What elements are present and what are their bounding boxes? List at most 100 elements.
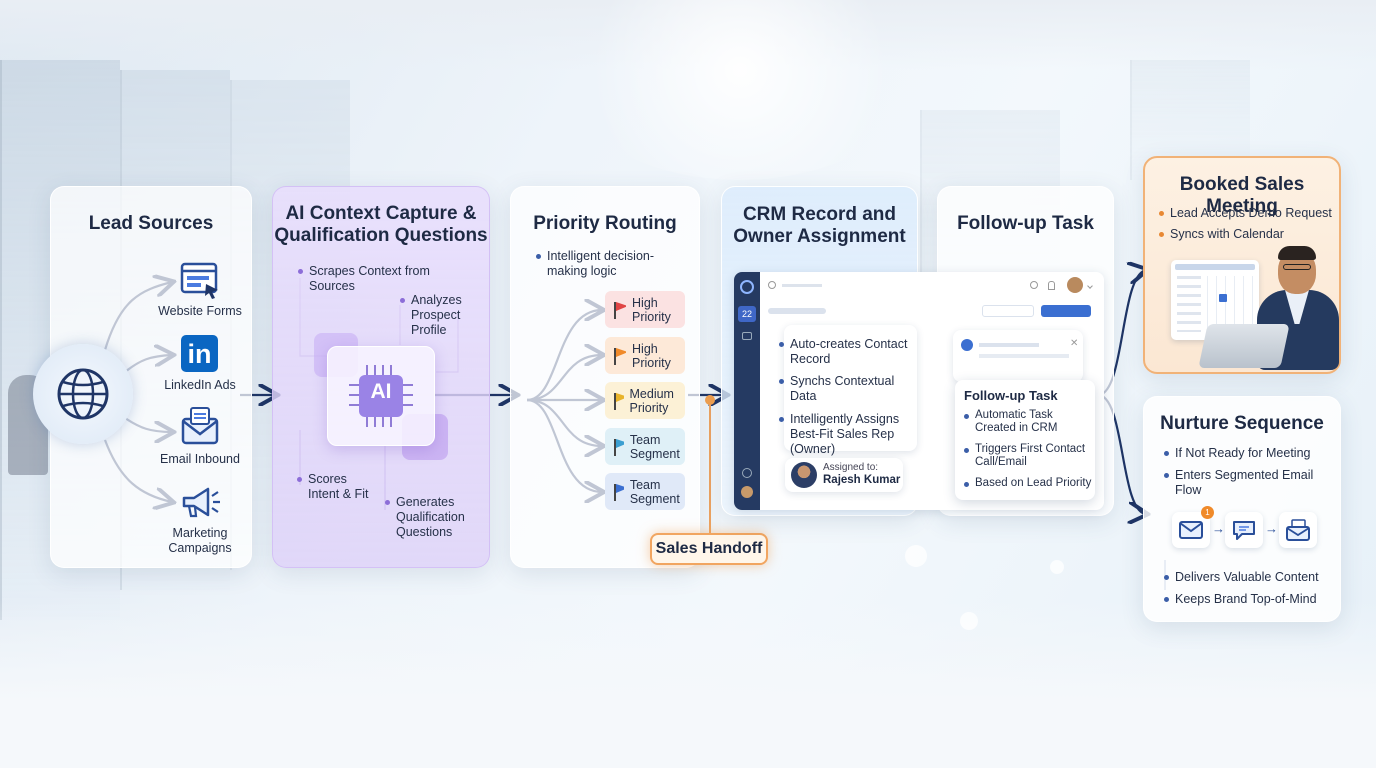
crm-header-avatar[interactable] bbox=[1067, 277, 1083, 293]
assigned-name: Rajesh Kumar bbox=[823, 474, 901, 486]
route-label: High Priority bbox=[632, 341, 671, 370]
nurture-not-ready: If Not Ready for Meeting bbox=[1164, 446, 1340, 461]
laptop-icon bbox=[1198, 324, 1290, 368]
route-label: Team Segment bbox=[629, 477, 680, 506]
crm-assigns-rep: Intelligently Assigns Best-Fit Sales Rep… bbox=[779, 412, 915, 457]
crm-help-icon[interactable] bbox=[1030, 281, 1038, 289]
ai-chip-panel bbox=[327, 346, 435, 446]
calendar-header bbox=[1175, 264, 1255, 270]
task-triggers-contact: Triggers First Contact Call/Email bbox=[964, 443, 1090, 469]
task-auto-created: Automatic Task Created in CRM bbox=[964, 409, 1085, 435]
contact-record-card bbox=[784, 325, 917, 451]
blue-flag-icon bbox=[614, 483, 624, 501]
calendar-event bbox=[1219, 294, 1227, 302]
priority-routing-title: Priority Routing bbox=[533, 213, 677, 234]
crm-user-avatar[interactable] bbox=[741, 486, 753, 498]
follow-up-task-card: Follow-up Task Automatic Task Created in… bbox=[955, 380, 1095, 500]
ai-chip-icon bbox=[349, 365, 413, 427]
follow-up-title: Follow-up Task bbox=[957, 213, 1094, 234]
booked-meeting-card: Booked Sales Meeting Lead Accepts Demo R… bbox=[1143, 156, 1341, 374]
floor bbox=[0, 600, 1376, 768]
linkedin-icon: in bbox=[181, 335, 218, 372]
booked-meeting-title: Booked Sales Meeting bbox=[1179, 174, 1305, 217]
route-team-segment-1: Team Segment bbox=[605, 428, 685, 465]
crm-synchs-data: Synchs Contextual Data bbox=[779, 374, 910, 404]
route-label: Team Segment bbox=[629, 432, 680, 461]
ai-step-scrapes: Scrapes Context from Sources bbox=[298, 264, 459, 294]
envelope-icon bbox=[1179, 521, 1203, 539]
nurture-top-of-mind: Keeps Brand Top-of-Mind bbox=[1164, 592, 1340, 607]
crm-sidebar: 22 bbox=[734, 272, 760, 510]
nurture-segmented-flow: Enters Segmented Email Flow bbox=[1164, 468, 1325, 498]
close-icon[interactable]: ✕ bbox=[1070, 338, 1079, 349]
task-preview-card: ✕ bbox=[953, 330, 1083, 382]
notification-badge: 1 bbox=[1201, 506, 1214, 519]
task-status-icon bbox=[961, 339, 973, 351]
crm-search-icon[interactable] bbox=[768, 281, 776, 289]
ai-chip-label: AI bbox=[370, 380, 392, 403]
crm-primary-button[interactable] bbox=[1041, 305, 1091, 317]
sales-handoff-badge: Sales Handoff bbox=[650, 533, 768, 565]
route-high-priority-2: High Priority bbox=[605, 337, 685, 374]
glasses-icon bbox=[1283, 264, 1311, 270]
task-based-on-priority: Based on Lead Priority bbox=[964, 477, 1092, 489]
globe-hub bbox=[33, 344, 133, 444]
crm-filter-select[interactable] bbox=[982, 305, 1034, 317]
task-line bbox=[979, 343, 1039, 347]
teal-flag-icon bbox=[614, 438, 624, 456]
ai-step-scores: Scores Intent & Fit bbox=[297, 472, 380, 502]
browser-form-icon bbox=[180, 262, 218, 299]
calendar-grid bbox=[1207, 276, 1253, 332]
crm-auto-creates: Auto-creates Contact Record bbox=[779, 337, 910, 367]
route-label: High Priority bbox=[632, 295, 671, 324]
crm-logo-icon bbox=[740, 280, 754, 294]
ai-step-generates: Generates Qualification Questions bbox=[385, 495, 478, 540]
nurture-email-step bbox=[1172, 512, 1210, 548]
calendar-list bbox=[1177, 276, 1201, 332]
task-line bbox=[979, 354, 1069, 358]
globe-icon bbox=[57, 368, 109, 420]
nurture-card: Nurture Sequence If Not Ready for Meetin… bbox=[1143, 396, 1341, 622]
megaphone-icon bbox=[182, 487, 220, 518]
source-website-forms: Website Forms bbox=[158, 304, 242, 318]
lead-sources-title: Lead Sources bbox=[88, 213, 214, 234]
bokeh bbox=[905, 545, 927, 567]
assigned-owner-chip: Assigned to: Rajesh Kumar bbox=[785, 458, 903, 492]
nurture-chat-step bbox=[1225, 512, 1263, 548]
booked-syncs-calendar: Syncs with Calendar bbox=[1159, 227, 1340, 242]
salesperson-hair bbox=[1278, 246, 1316, 260]
source-linkedin-ads: LinkedIn Ads bbox=[164, 378, 236, 392]
crm-bell-icon[interactable] bbox=[1048, 281, 1055, 290]
bokeh bbox=[960, 612, 978, 630]
orange-flag-icon bbox=[614, 347, 627, 365]
yellow-flag-icon bbox=[614, 392, 624, 410]
crm-search-input[interactable] bbox=[782, 284, 822, 287]
routing-note: Intelligent decision-making logic bbox=[536, 249, 672, 279]
crm-settings-icon[interactable] bbox=[742, 468, 752, 478]
task-card-title: Follow-up Task bbox=[964, 388, 1058, 403]
crm-page-title bbox=[768, 308, 826, 314]
crm-nav-icon[interactable] bbox=[742, 332, 752, 340]
envelope-icon bbox=[181, 407, 219, 445]
priority-routing-card: Priority Routing bbox=[510, 186, 700, 568]
nurture-valuable-content: Delivers Valuable Content bbox=[1164, 570, 1340, 585]
nurture-content-step bbox=[1279, 512, 1317, 548]
route-high-priority-1: High Priority bbox=[605, 291, 685, 328]
ai-context-card: AI Context Capture & Qualification Quest… bbox=[272, 186, 490, 568]
ai-step-analyzes: Analyzes Prospect Profile bbox=[400, 293, 481, 338]
rep-avatar bbox=[791, 462, 817, 488]
crm-calendar-badge[interactable]: 22 bbox=[738, 306, 756, 322]
chevron-down-icon[interactable] bbox=[1087, 283, 1093, 289]
crm-title-line1: CRM Record and bbox=[742, 204, 897, 225]
arrow-right-icon: → bbox=[1212, 521, 1225, 536]
red-flag-icon bbox=[614, 301, 627, 319]
chat-icon bbox=[1233, 521, 1255, 540]
crm-title-line2: Owner Assignment bbox=[733, 226, 906, 247]
light-glow bbox=[560, 0, 920, 180]
source-marketing-campaigns: Marketing Campaigns bbox=[168, 526, 232, 555]
calendar-panel bbox=[1171, 260, 1259, 340]
assigned-label: Assigned to: bbox=[823, 462, 879, 473]
source-email-inbound: Email Inbound bbox=[160, 452, 240, 466]
document-envelope-icon bbox=[1286, 519, 1310, 541]
ai-context-title-line1: AI Context Capture & bbox=[285, 203, 477, 224]
